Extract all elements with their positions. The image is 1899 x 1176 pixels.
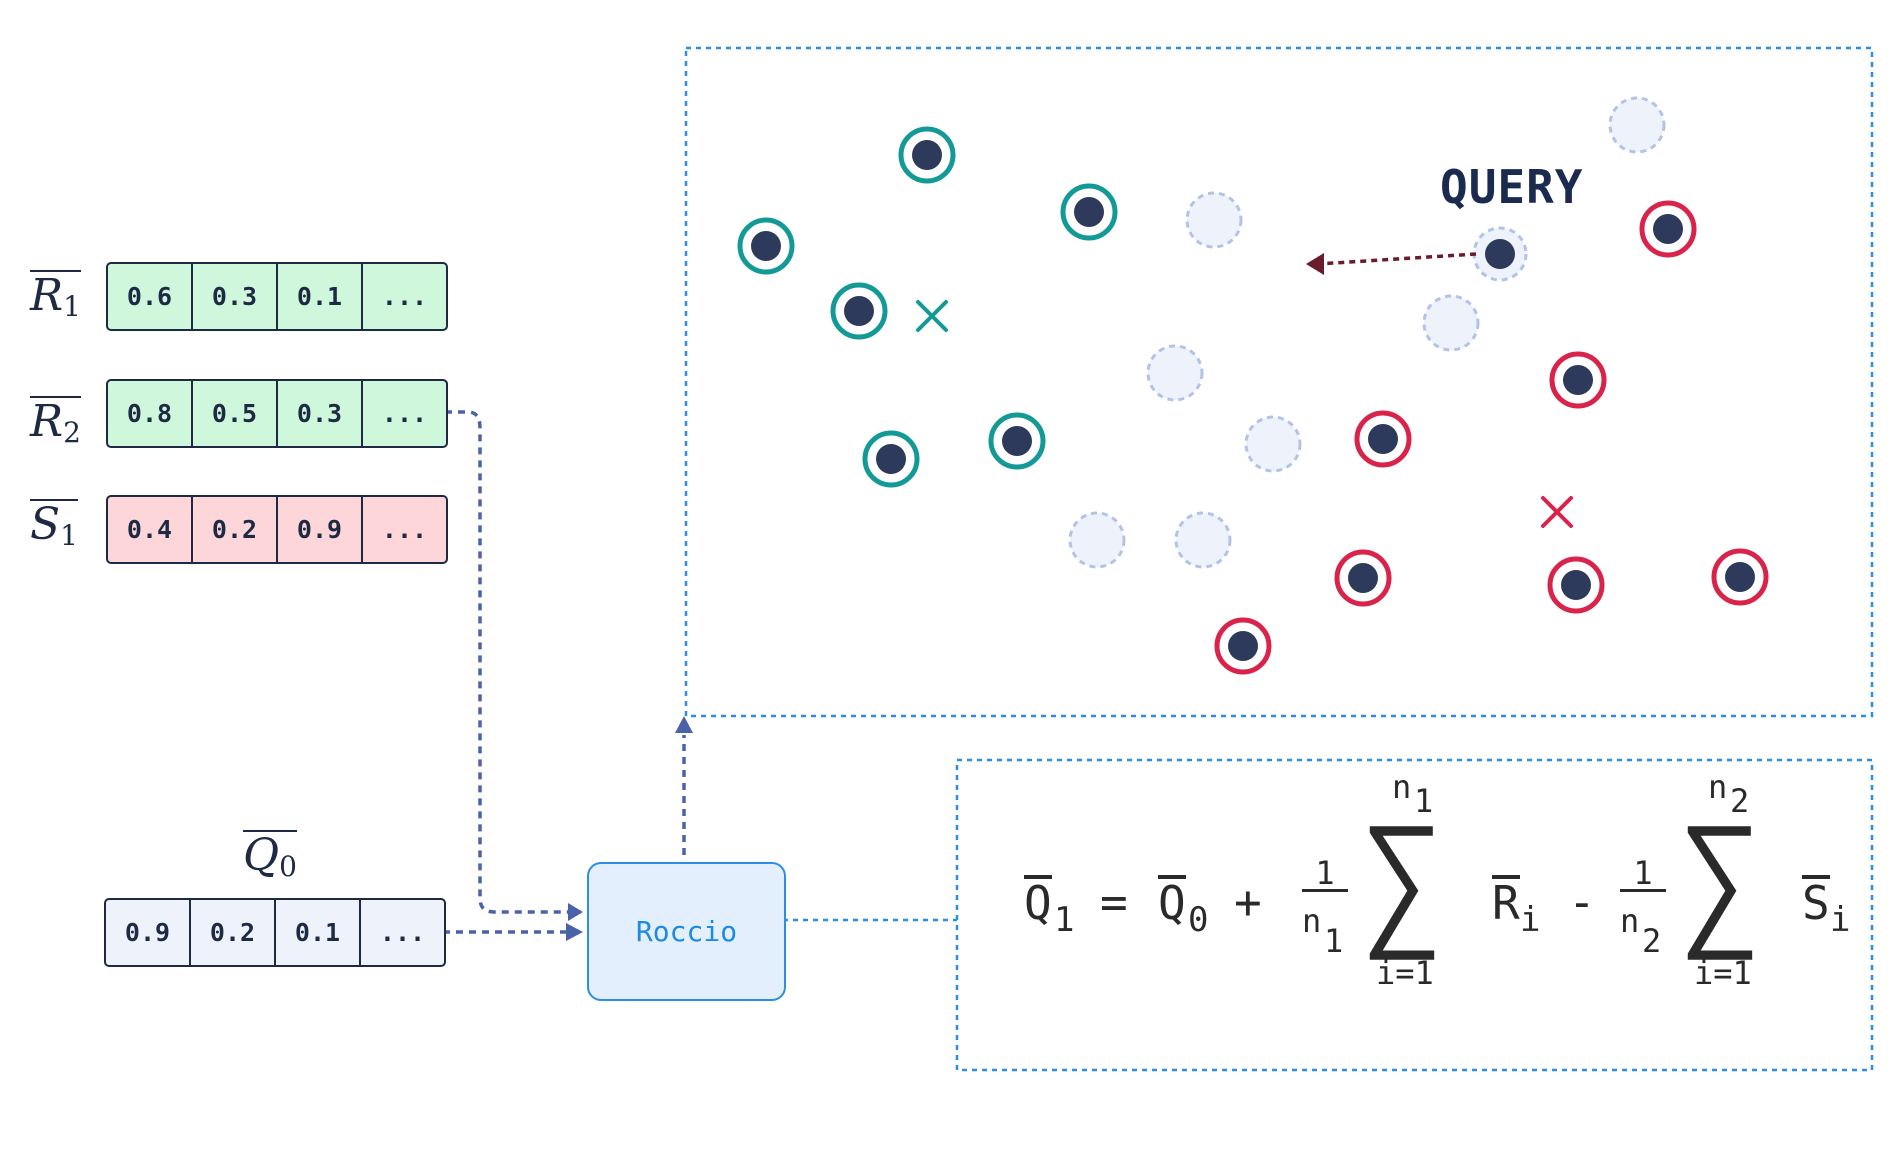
nonrelevant-document-point: [1348, 563, 1378, 593]
formula-q0: Q: [1158, 875, 1186, 930]
r1-cell: 0.1: [278, 264, 363, 329]
r2-label: R2: [30, 396, 81, 449]
scatter-panel-frame: [684, 46, 1874, 718]
q0-cell: 0.1: [276, 900, 361, 965]
formula-frac1-num: 1: [1302, 857, 1348, 892]
r2-cell: 0.5: [193, 381, 278, 446]
r2-vector: 0.8 0.5 0.3 ...: [106, 379, 448, 448]
r1-vector: 0.6 0.3 0.1 ...: [106, 262, 448, 331]
faded-document-point: [1174, 511, 1232, 569]
faded-document-point: [1185, 191, 1243, 249]
faded-document-point: [1608, 96, 1666, 154]
r1-cell: 0.3: [193, 264, 278, 329]
s1-cell: 0.9: [278, 497, 363, 562]
formula-lhs-sub: 1: [1054, 900, 1075, 940]
formula-panel-frame: [955, 758, 1874, 1072]
formula-sum1-top: n: [1392, 768, 1412, 806]
q0-cell: 0.2: [191, 900, 276, 965]
formula-s-sub: i: [1830, 900, 1851, 940]
relevant-document-point: [751, 231, 781, 261]
connector-scatter-arrowhead: [675, 716, 693, 733]
formula-frac2-den: n: [1620, 902, 1640, 940]
formula-sum2-top-sub: 2: [1730, 782, 1750, 820]
faded-document-point: [1422, 294, 1480, 352]
query-shift-arrowhead: [1306, 253, 1324, 275]
connector-r2-to-roccio: [445, 410, 570, 914]
s1-cell: 0.4: [108, 497, 193, 562]
formula-r-term: R: [1492, 875, 1520, 930]
q0-cell: 0.9: [106, 900, 191, 965]
nonrelevant-document-point: [1561, 570, 1591, 600]
formula-frac1-den-sub: 1: [1324, 922, 1344, 960]
formula-s-term: S: [1802, 875, 1830, 930]
formula-lhs: Q: [1024, 875, 1052, 930]
connector-r2-arrowhead: [568, 903, 583, 921]
query-label: QUERY: [1440, 160, 1584, 214]
r1-label: R1: [30, 270, 81, 323]
relevant-document-point: [876, 444, 906, 474]
q0-cell: ...: [379, 918, 426, 947]
formula-frac2-num: 1: [1620, 857, 1666, 892]
nonrelevant-document-point: [1563, 365, 1593, 395]
formula-plus: +: [1234, 875, 1262, 929]
query-point: [1485, 239, 1515, 269]
formula-sum1-top-sub: 1: [1414, 782, 1434, 820]
roccio-label: Roccio: [635, 915, 738, 948]
nonrelevant-document-point: [1725, 562, 1755, 592]
roccio-block: Roccio: [587, 862, 786, 1001]
formula-equals: =: [1100, 875, 1128, 929]
formula-frac2-den-sub: 2: [1642, 922, 1662, 960]
formula-sum2-sigma: ∑: [1678, 801, 1763, 964]
scatter-points: [737, 96, 1769, 675]
formula-frac1-den: n: [1302, 902, 1322, 940]
relevant-document-point: [1002, 426, 1032, 456]
faded-document-point: [1146, 344, 1204, 402]
rocchio-formula: Q 1 = Q 0 + 1 n 1 n 1 ∑ i=1 R i - 1 n 2 …: [1020, 771, 1860, 1015]
formula-minus: -: [1568, 875, 1596, 929]
relevant-document-point: [912, 140, 942, 170]
nonrelevant-centroid-cross: [1541, 496, 1573, 528]
r1-cell: ...: [381, 282, 428, 311]
formula-sum1-sigma: ∑: [1360, 801, 1445, 964]
r2-cell: ...: [381, 399, 428, 428]
faded-document-point: [1244, 415, 1302, 473]
r2-cell: 0.3: [278, 381, 363, 446]
s1-cell: 0.2: [193, 497, 278, 562]
r1-cell: 0.6: [108, 264, 193, 329]
faded-document-point: [1068, 511, 1126, 569]
nonrelevant-document-point: [1368, 424, 1398, 454]
q0-vector: 0.9 0.2 0.1 ...: [104, 898, 446, 967]
relevant-centroid-cross: [916, 300, 948, 332]
formula-sum2-bottom: i=1: [1694, 954, 1752, 992]
s1-label: S1: [30, 499, 78, 552]
query-shift-arrow: [1317, 252, 1477, 266]
formula-q0-sub: 0: [1188, 900, 1209, 940]
formula-r-sub: i: [1520, 900, 1541, 940]
nonrelevant-document-point: [1653, 214, 1683, 244]
q0-label: Q0: [243, 830, 297, 883]
relevant-document-point: [1074, 197, 1104, 227]
nonrelevant-document-point: [1228, 631, 1258, 661]
s1-cell: ...: [381, 515, 428, 544]
formula-sum2-top: n: [1708, 768, 1728, 806]
s1-vector: 0.4 0.2 0.9 ...: [106, 495, 448, 564]
relevant-document-point: [844, 296, 874, 326]
r2-cell: 0.8: [108, 381, 193, 446]
formula-sum1-bottom: i=1: [1376, 954, 1434, 992]
connector-q0-arrowhead: [566, 923, 583, 941]
